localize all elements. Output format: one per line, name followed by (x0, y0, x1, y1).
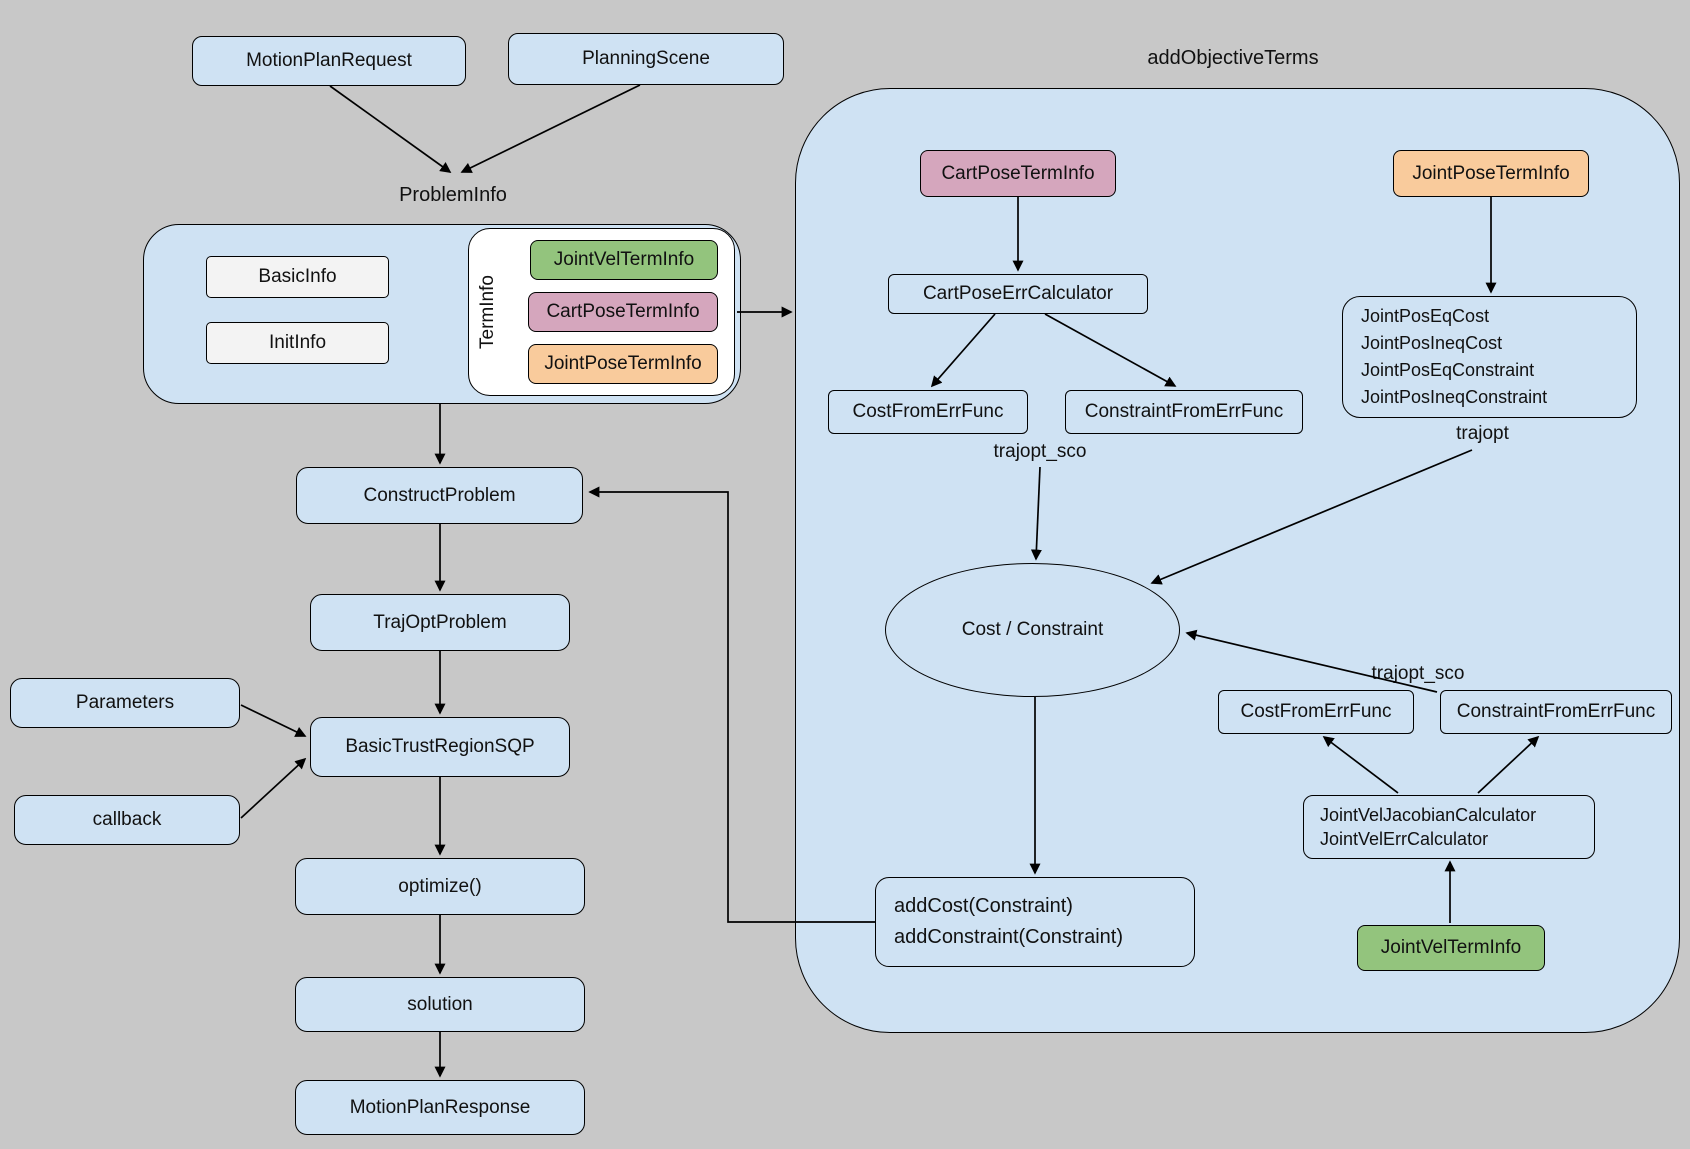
joint-vel-jacobian-calculator-line: JointVelJacobianCalculator (1320, 805, 1537, 825)
joint-vel-calculator-node: JointVelJacobianCalculator JointVelErrCa… (1303, 795, 1595, 859)
motion-plan-request-node: MotionPlanRequest (192, 36, 466, 86)
add-objective-terms-title: addObjectiveTerms (1147, 46, 1319, 69)
constraint-from-err-func-1-node: ConstraintFromErrFunc (1065, 390, 1303, 434)
motion-plan-response-node: MotionPlanResponse (295, 1080, 585, 1135)
joint-pos-eq-constraint-line: JointPosEqConstraint (1361, 360, 1535, 380)
arrow-planningscene-to-probleminfo (460, 84, 641, 173)
cart-pose-term-info-left-node: CartPoseTermInfo (528, 292, 718, 332)
term-info-label: TermInfo (477, 275, 498, 349)
cost-from-err-func-1-node: CostFromErrFunc (828, 390, 1028, 434)
trajopt-label: trajopt (1456, 423, 1509, 444)
add-cost-line: addCost(Constraint) (894, 895, 1073, 917)
cart-pose-term-info-right-node: CartPoseTermInfo (920, 150, 1116, 197)
arrow-motionplanrequest-to-probleminfo (329, 85, 452, 173)
init-info-node: InitInfo (206, 322, 389, 364)
joint-pos-ineq-constraint-line: JointPosIneqConstraint (1361, 387, 1548, 407)
joint-pose-term-info-right-node: JointPoseTermInfo (1393, 150, 1589, 197)
parameters-node: Parameters (10, 678, 240, 728)
callback-node: callback (14, 795, 240, 845)
constraint-from-err-func-2-node: ConstraintFromErrFunc (1440, 690, 1672, 734)
basic-info-node: BasicInfo (206, 256, 389, 298)
basic-trust-region-sqp-node: BasicTrustRegionSQP (310, 717, 570, 777)
problem-info-title: ProblemInfo (399, 183, 507, 206)
construct-problem-node: ConstructProblem (296, 467, 583, 524)
joint-pos-eq-cost-line: JointPosEqCost (1361, 306, 1490, 326)
solution-node: solution (295, 977, 585, 1032)
add-constraint-line: addConstraint(Constraint) (894, 926, 1123, 948)
cart-pose-err-calculator-node: CartPoseErrCalculator (888, 274, 1148, 314)
trajopt-sco-2-label: trajopt_sco (1371, 663, 1465, 684)
trajopt-sco-1-label: trajopt_sco (993, 441, 1087, 462)
arrow-parameters-to-sqp (240, 704, 307, 737)
cost-from-err-func-2-node: CostFromErrFunc (1218, 690, 1414, 734)
arrow-callback-to-sqp (240, 757, 307, 819)
joint-vel-term-info-right-node: JointVelTermInfo (1357, 925, 1545, 971)
joint-vel-term-info-left-node: JointVelTermInfo (530, 240, 718, 280)
planning-scene-node: PlanningScene (508, 33, 784, 85)
joint-pos-ineq-cost-line: JointPosIneqCost (1361, 333, 1503, 353)
optimize-node: optimize() (295, 858, 585, 915)
traj-opt-problem-node: TrajOptProblem (310, 594, 570, 651)
joint-pos-list-node: JointPosEqCost JointPosIneqCost JointPos… (1342, 296, 1637, 418)
cost-constraint-ellipse: Cost / Constraint (885, 563, 1180, 697)
joint-vel-err-calculator-line: JointVelErrCalculator (1320, 829, 1489, 849)
add-cost-constraint-node: addCost(Constraint) addConstraint(Constr… (875, 877, 1195, 967)
joint-pose-term-info-left-node: JointPoseTermInfo (528, 344, 718, 384)
